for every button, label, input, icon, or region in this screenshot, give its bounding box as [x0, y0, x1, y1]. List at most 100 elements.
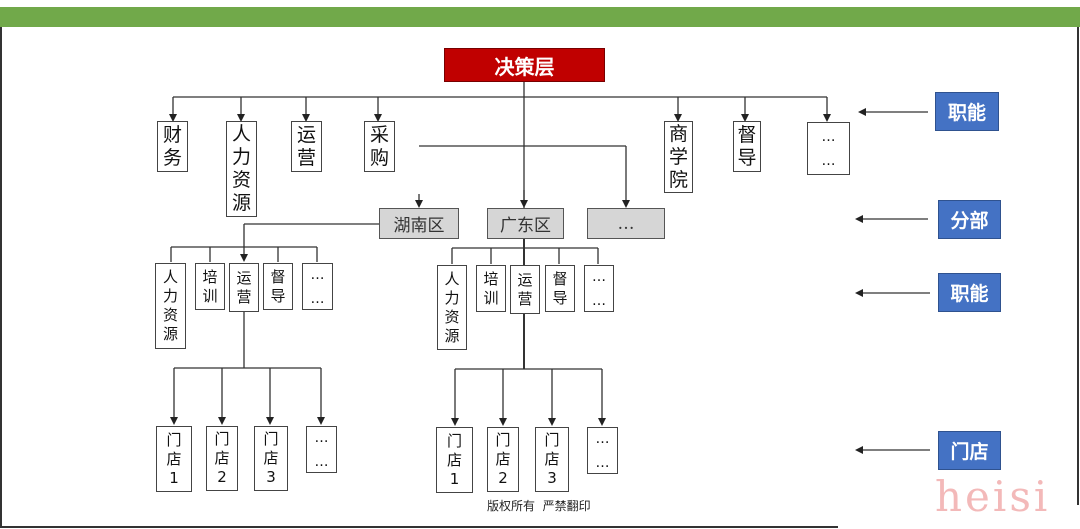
box-char: 务 — [162, 146, 182, 169]
hq-function-box-2[interactable]: 运营 — [291, 121, 322, 172]
hunan-store-box-3[interactable]: …… — [306, 426, 337, 473]
box-char: … — [314, 429, 329, 446]
box-char: 导 — [552, 288, 568, 307]
box-char: 院 — [668, 168, 688, 191]
box-char: 1 — [169, 468, 179, 487]
hq-function-box-4[interactable]: 商学院 — [664, 121, 693, 193]
box-char: 运 — [517, 270, 533, 289]
box-char: 3 — [547, 469, 557, 487]
frame-right-border — [1077, 27, 1079, 505]
hq-function-box-3[interactable]: 采购 — [364, 121, 395, 172]
copyright-footer: 版权所有 严禁翻印 — [487, 499, 591, 513]
box-char: 营 — [236, 287, 252, 306]
box-char: 力 — [444, 288, 460, 307]
frame-bottom-border — [0, 526, 838, 528]
box-char: 培 — [202, 267, 218, 286]
box-char: 营 — [517, 289, 533, 308]
box-char: 购 — [369, 146, 389, 169]
hq-function-box-6[interactable]: …… — [807, 122, 850, 175]
hq-function-box-0[interactable]: 财务 — [157, 121, 188, 172]
box-char: 力 — [162, 287, 178, 305]
box-char: 学 — [668, 145, 688, 168]
box-char: 2 — [498, 469, 508, 487]
box-char: 营 — [296, 146, 316, 169]
box-char: 店 — [263, 449, 279, 467]
box-char: 门 — [214, 430, 230, 448]
box-char: 门 — [263, 430, 279, 448]
level-label-function: 职能 — [935, 92, 999, 131]
box-char: 训 — [202, 286, 218, 305]
box-char: 导 — [737, 146, 757, 169]
box-char: … — [821, 128, 836, 145]
frame-left-border — [0, 27, 2, 527]
box-char: 店 — [166, 449, 182, 468]
guangdong-function-box-0[interactable]: 人力资源 — [437, 265, 467, 350]
top-green-bar — [0, 7, 1080, 27]
hunan-function-box-1[interactable]: 培训 — [195, 263, 225, 310]
box-char: 财 — [162, 123, 182, 146]
box-char: 资 — [231, 169, 251, 191]
box-char: … — [821, 152, 836, 169]
box-char: 运 — [296, 123, 316, 146]
box-char: 采 — [369, 123, 389, 146]
level-label-function-2: 职能 — [938, 273, 1001, 312]
guangdong-store-box-3[interactable]: …… — [587, 427, 618, 474]
box-char: … — [595, 454, 610, 471]
box-char: 3 — [266, 468, 276, 486]
box-char: 运 — [236, 268, 252, 287]
region-hunan[interactable]: 湖南区 — [379, 208, 459, 239]
box-char: 资 — [162, 306, 178, 324]
box-char: 培 — [483, 269, 499, 288]
hunan-function-box-2[interactable]: 运营 — [229, 263, 259, 312]
guangdong-function-box-2[interactable]: 运营 — [510, 265, 540, 314]
hunan-function-box-4[interactable]: …… — [302, 263, 333, 310]
level-label-store: 门店 — [938, 431, 1001, 470]
box-char: … — [592, 292, 606, 309]
box-char: 导 — [270, 286, 286, 305]
region-more[interactable]: … — [587, 208, 665, 239]
guangdong-function-box-4[interactable]: …… — [584, 265, 614, 312]
box-char: 店 — [446, 450, 462, 469]
region-guangdong[interactable]: 广东区 — [487, 208, 564, 239]
box-char: 力 — [231, 146, 251, 168]
watermark: heisi — [935, 472, 1051, 521]
box-char: 源 — [162, 325, 178, 343]
box-char: 店 — [495, 450, 511, 468]
guangdong-function-box-3[interactable]: 督导 — [545, 265, 575, 312]
box-char: 门 — [166, 430, 182, 449]
box-char: 店 — [214, 449, 230, 467]
hq-function-box-1[interactable]: 人力资源 — [226, 121, 257, 217]
box-char: 商 — [668, 122, 688, 145]
level-label-branch: 分部 — [938, 200, 1001, 239]
hq-function-box-5[interactable]: 督导 — [733, 121, 761, 172]
box-char: … — [314, 453, 329, 470]
box-char: 门 — [495, 431, 511, 449]
box-char: … — [310, 266, 325, 283]
box-char: 1 — [449, 469, 460, 488]
decision-layer-box[interactable]: 决策层 — [444, 48, 605, 82]
box-char: 人 — [444, 269, 460, 288]
box-char: 人 — [162, 268, 178, 286]
hunan-function-box-0[interactable]: 人力资源 — [155, 263, 186, 349]
box-char: 源 — [231, 192, 251, 214]
box-char: 源 — [444, 326, 460, 345]
box-char: 门 — [446, 431, 462, 450]
box-char: 人 — [231, 123, 251, 145]
box-char: 训 — [483, 288, 499, 307]
box-char: … — [310, 290, 325, 307]
box-char: 店 — [544, 450, 560, 468]
box-char: … — [592, 268, 606, 285]
box-char: … — [595, 430, 610, 447]
guangdong-function-box-1[interactable]: 培训 — [476, 265, 506, 312]
box-char: 督 — [737, 123, 757, 146]
box-char: 督 — [552, 269, 568, 288]
box-char: 督 — [270, 267, 286, 286]
hunan-function-box-3[interactable]: 督导 — [263, 263, 293, 310]
